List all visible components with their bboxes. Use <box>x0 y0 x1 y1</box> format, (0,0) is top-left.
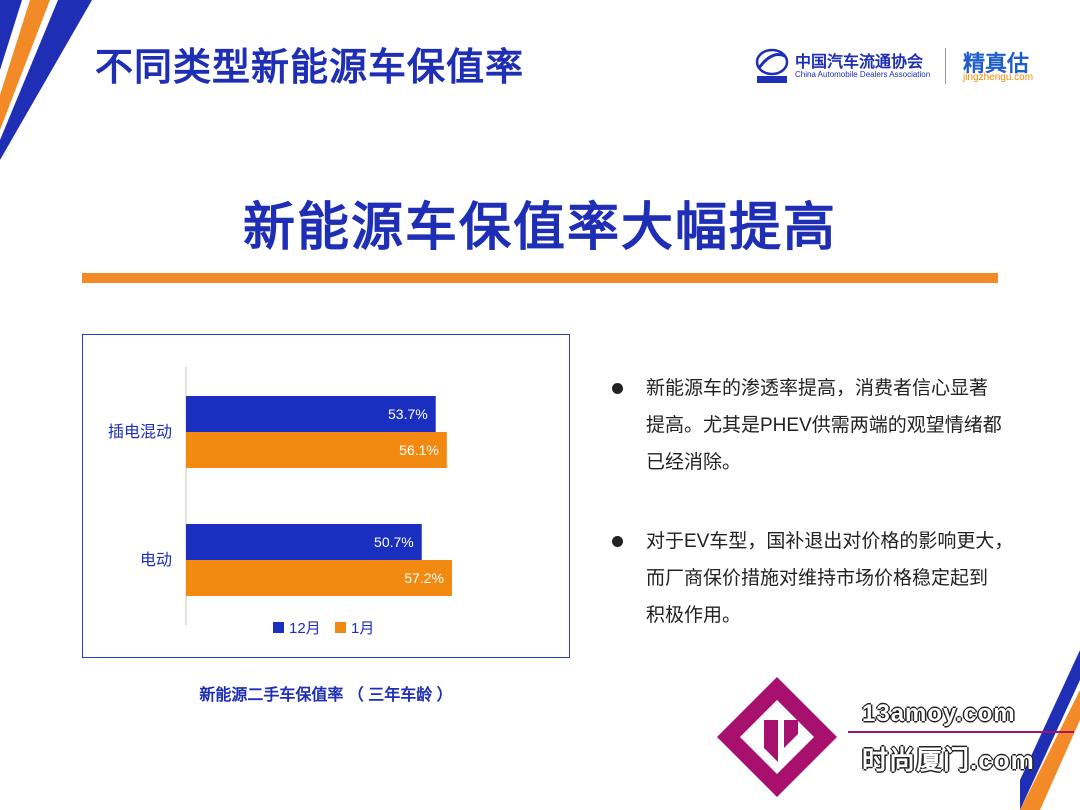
data-label: 56.1% <box>399 442 439 458</box>
chart-caption: 新能源二手车保值率 （ 三年车龄 ） <box>199 687 453 704</box>
watermark-rule <box>848 731 1074 733</box>
bar <box>186 524 422 560</box>
chart-frame: 插电混动 53.7% 56.1% 电动 50.7% 57.2% 12月 1月 <box>82 334 570 658</box>
bullet-line: 对于EV车型，国补退出对价格的影响更大， <box>646 531 1014 552</box>
bullet-line: 积极作用。 <box>646 605 742 626</box>
bar <box>186 432 447 468</box>
jzg-url: jingzhengu.com <box>963 72 1034 83</box>
headline-underline <box>82 273 998 283</box>
legend-label: 1月 <box>351 620 374 637</box>
corner-stripes <box>0 0 92 160</box>
legend-swatch <box>273 622 284 633</box>
cada-english-name: China Automobile Dealers Association <box>795 70 931 79</box>
page-title: 不同类型新能源车保值率 <box>95 47 525 89</box>
data-label: 53.7% <box>388 406 428 422</box>
bar <box>186 396 436 432</box>
cada-name: 中国汽车流通协会 <box>795 52 924 71</box>
legend-label: 12月 <box>289 620 321 637</box>
bullet-line: 提高。尤其是PHEV供需两端的观望情绪都 <box>646 415 1002 436</box>
category-label: 电动 <box>140 551 172 569</box>
watermark-site-cn: 时尚厦门.com <box>862 745 1035 775</box>
logo-divider <box>945 48 946 84</box>
headline: 新能源车保值率大幅提高 <box>242 199 837 257</box>
bullet-point-2: 对于EV车型，国补退出对价格的影响更大， 而厂商保价措施对维持市场价格稳定起到 … <box>612 523 1052 634</box>
data-label: 50.7% <box>374 534 414 550</box>
site-watermark-logo-icon <box>717 677 837 797</box>
cada-emblem-icon <box>755 48 789 83</box>
bullet-point-1: 新能源车的渗透率提高，消费者信心显著 提高。尤其是PHEV供需两端的观望情绪都 … <box>612 370 1052 481</box>
bar <box>186 560 452 596</box>
data-label: 57.2% <box>404 570 444 586</box>
bullet-dot <box>612 536 623 547</box>
bullet-dot <box>612 383 623 394</box>
corner-stripes-right <box>1020 650 1080 810</box>
bar-chart: 插电混动 53.7% 56.1% 电动 50.7% 57.2% 12月 1月 <box>108 367 452 637</box>
bullet-line: 已经消除。 <box>646 452 742 473</box>
category-label: 插电混动 <box>108 423 172 441</box>
jzg-brand: 精真估 <box>963 51 1030 76</box>
watermark-site: 13amoy.com <box>862 700 1016 727</box>
legend-swatch <box>335 622 346 633</box>
bullet-line: 而厂商保价措施对维持市场价格稳定起到 <box>646 568 989 589</box>
bullet-line: 新能源车的渗透率提高，消费者信心显著 <box>646 378 989 399</box>
logo-group: 中国汽车流通协会 China Automobile Dealers Associ… <box>755 44 1055 90</box>
